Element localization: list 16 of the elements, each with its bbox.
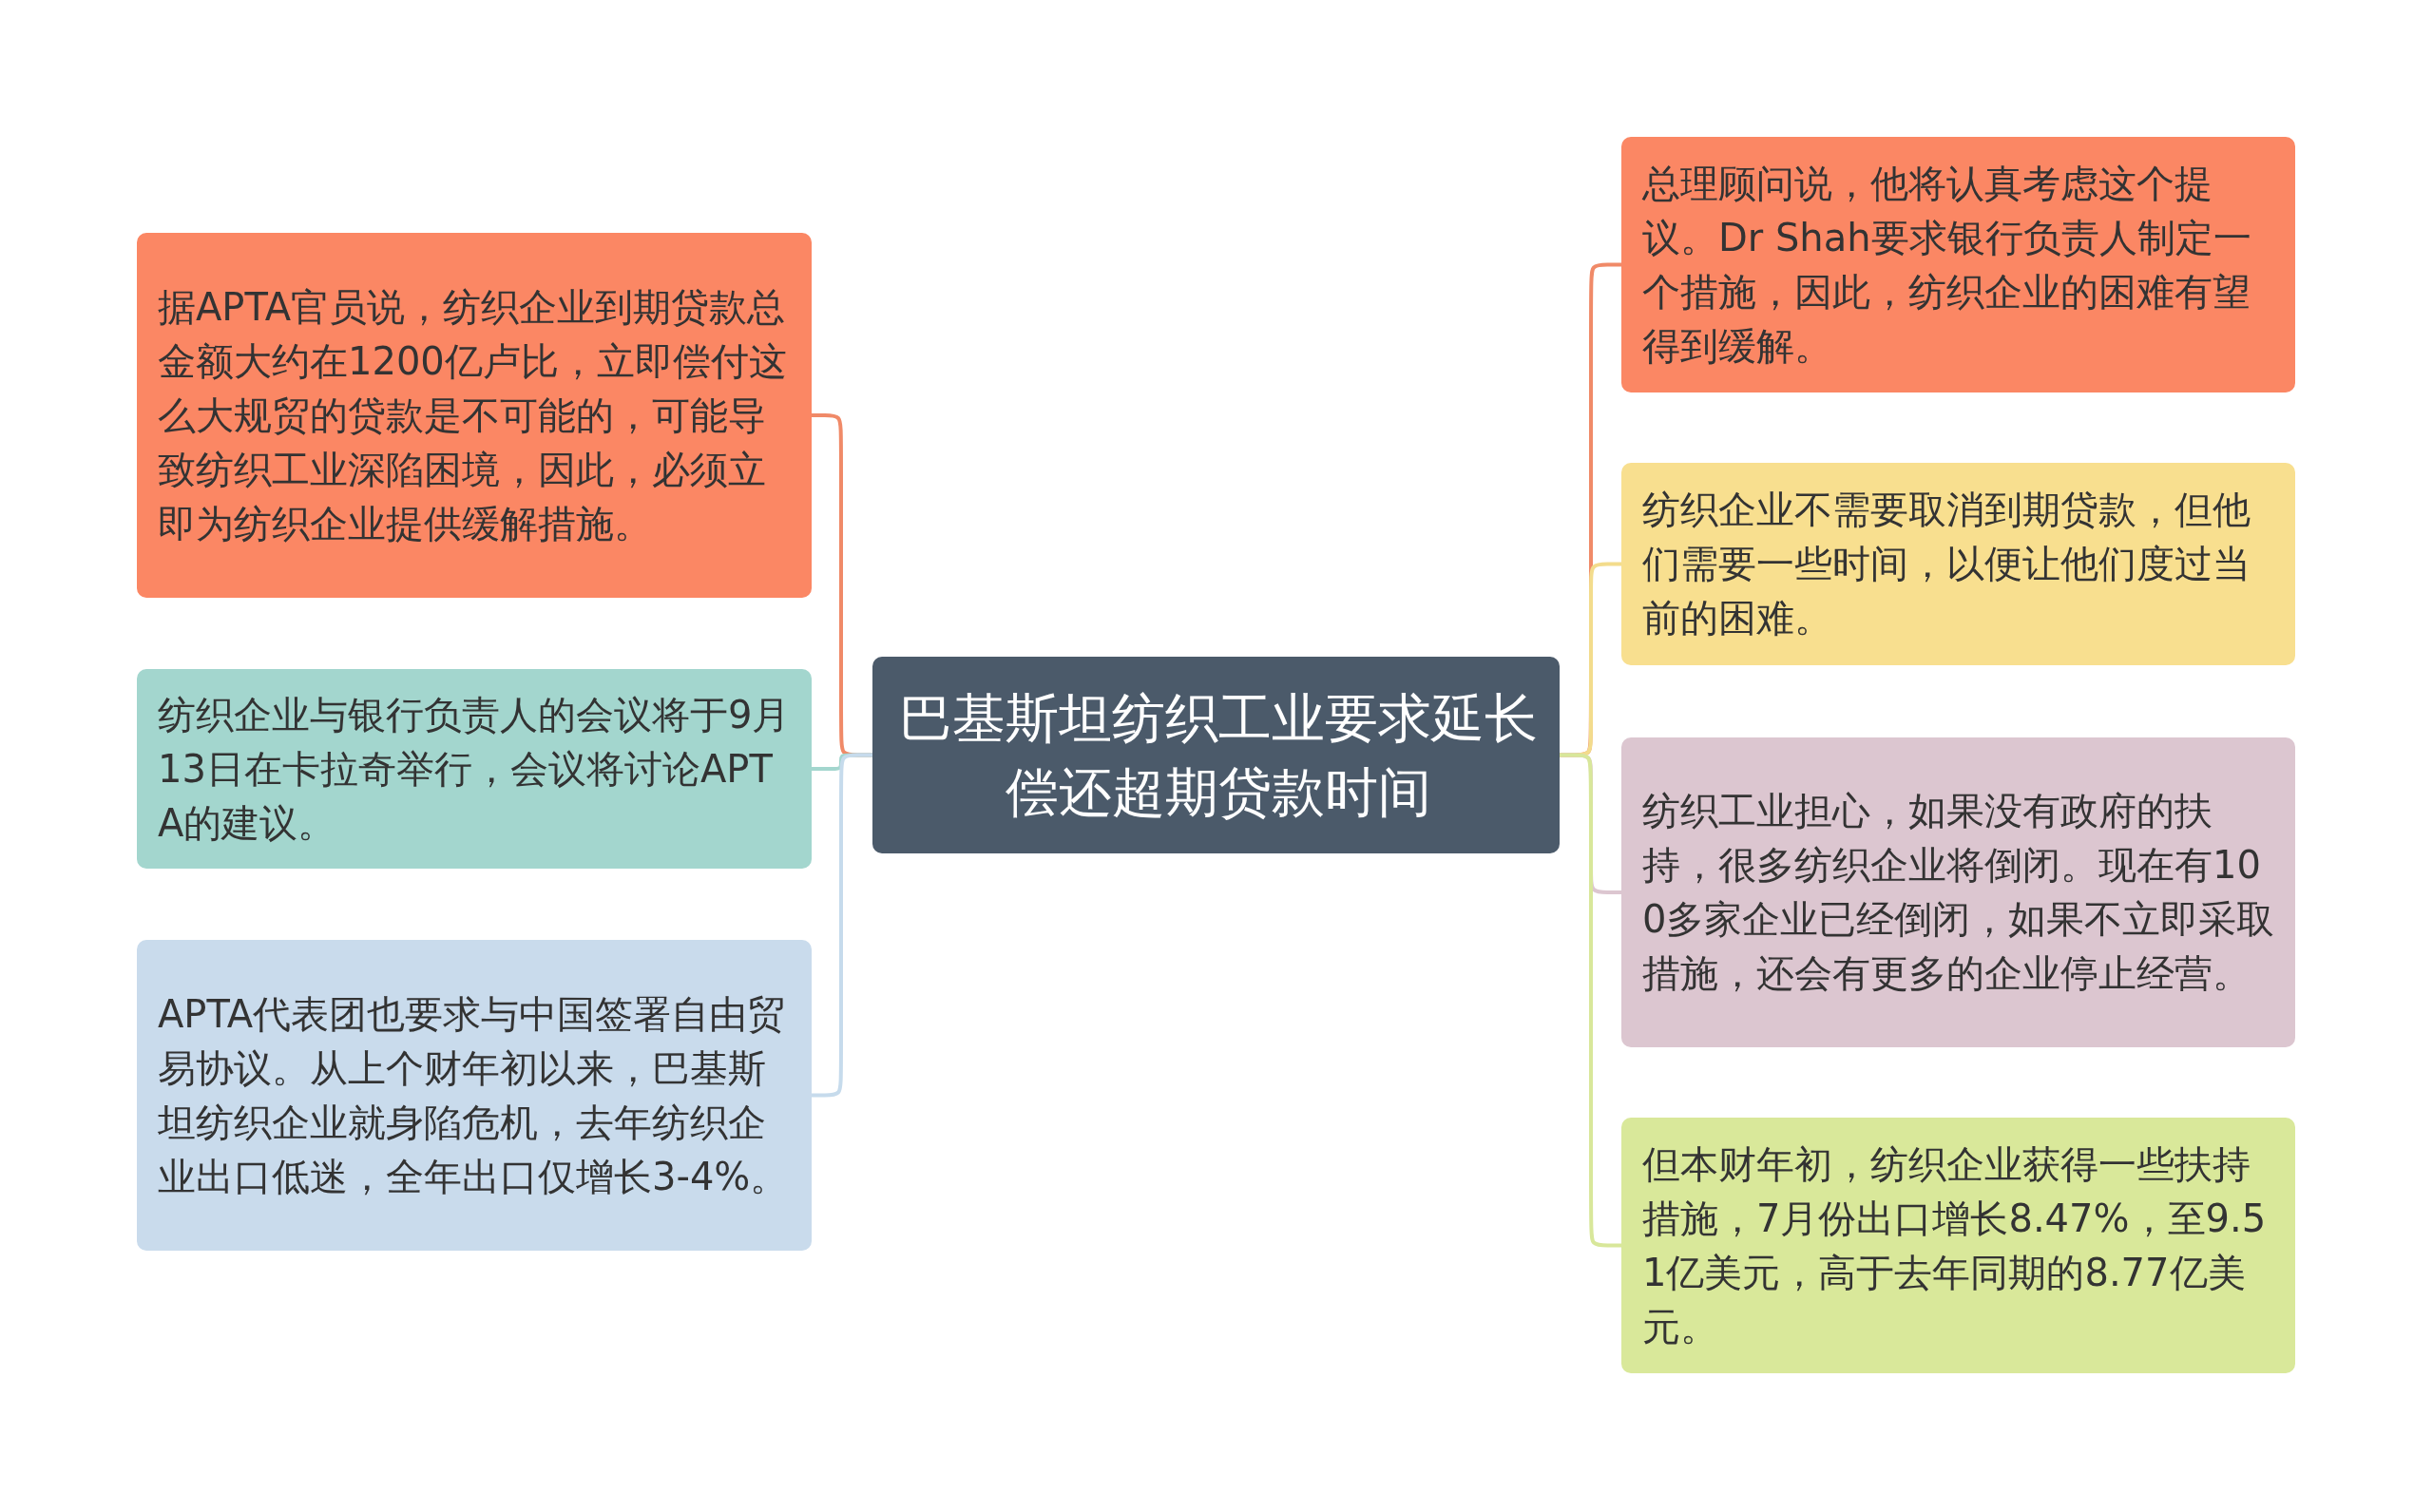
note-text: 纺织企业不需要取消到期贷款，但他们需要一些时间，以便让他们度过当前的困难。 (1642, 487, 2251, 641)
note-box (137, 940, 812, 1251)
note-text: APTA代表团也要求与中国签署自由贸易协议。从上个财年初以来，巴基斯坦纺织企业就身陷危机，去年纺织企业出口低迷，全年出口仅增长3-4%。 (158, 990, 790, 1200)
note-text: 纺织工业担心，如果没有政府的扶持，很多纺织企业将倒闭。现在有100多家企业已经倒闭，如果不立即采取措施，还会有更多的企业停止经营。 (1642, 788, 2276, 997)
note-box (1621, 1118, 2295, 1373)
note-box (137, 669, 812, 869)
note-text: 据APTA官员说，纺织企业到期贷款总金额大约在1200亿卢比，立即偿付这么大规贸的贷款是不可能的，可能导致纺织工业深陷困境，因此，必须立即为纺织企业提供缓解措施。 (158, 283, 788, 547)
note-text: 但本财年初，纺织企业获得一些扶持措施，7月份出口增长8.47%，至9.51亿美元，高于去年同期的8.77亿美元。 (1642, 1140, 2268, 1350)
note-box (137, 233, 812, 598)
note-text: 总理顾问说，他将认真考虑这个提议。Dr Shah要求银行负责人制定一个措施，因此，纺织企业的困难有望得到缓解。 (1642, 160, 2252, 370)
note-box (1621, 137, 2295, 392)
topic-box (872, 657, 1560, 853)
topic-text: 巴基斯坦纺织工业要求延长偿还超期贷款时间 (897, 685, 1539, 825)
note-text: 纺织企业与银行负责人的会议将于9月13日在卡拉奇举行，会议将讨论APTA的建议。 (158, 691, 792, 847)
note-box (1621, 737, 2295, 1047)
note-box (1621, 463, 2295, 665)
